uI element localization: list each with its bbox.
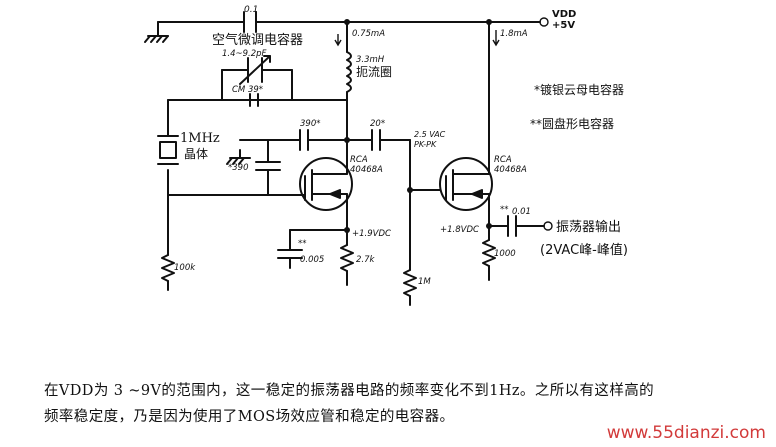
capacitor-cm39 [249,93,259,107]
resistor-1m [403,269,417,306]
c20-label: 20* [370,119,385,129]
vdd-value: +5V [552,20,575,31]
output-terminal [543,221,553,231]
q2-part: 40468A [494,165,527,175]
vdd-label: VDD [552,9,576,20]
choke-inductor [346,21,352,141]
capacitor-0.1 [243,11,257,33]
capacitor-20 [346,129,441,271]
current-arrow-2 [492,30,500,47]
trim-capacitor [221,55,293,101]
r100k-label: 100k [174,263,196,273]
caption-line-1: 在VDD为 3 ~9V的范围内，这一稳定的振荡器电路的频率变化不到1Hz。之所以… [44,383,655,399]
output-label: 振荡器输出 [556,219,621,235]
capacitor-top-label: 0.1 [244,5,258,15]
capacitor-390-shunt [255,139,281,196]
output-level: (2VAC峰-峰值) [540,242,628,258]
caption-line-2: 频率稳定度，乃是因为使用了MOS场效应管和稳定的电容器。 [44,409,455,425]
note-ceramic: **圆盘形电容器 [530,116,614,131]
r1m-label: 1M [418,277,431,287]
q2-name: RCA [494,155,512,165]
trim-cap-value: 1.4~9.2pF [222,49,267,59]
c390-series-label: 390* [300,119,320,129]
caption: 在VDD为 3 ~9V的范围内，这一稳定的振荡器电路的频率变化不到1Hz。之所以… [44,378,764,430]
v19-label: +1.9VDC [352,229,391,239]
crystal-1mhz [157,135,179,165]
vdd-terminal [539,17,549,27]
r1000-label: 1000 [494,249,516,259]
choke-value: 3.3mH [356,55,385,65]
signal-vac: 2.5 VAC [414,130,446,139]
left-node-wires [167,99,348,256]
q1-source-network [277,229,354,286]
c0005-mark: ** [298,239,307,249]
junction-dot [407,187,413,193]
c390-shunt-label: *390 [228,163,248,173]
ground-symbol-mid [226,149,251,165]
q1-name: RCA [350,155,368,165]
v18-label: +1.8VDC [440,225,479,235]
note-silver-mica: *镀银云母电容器 [534,82,624,97]
cm-label: CM 39* [232,85,263,95]
signal-pkpk: PK-PK [414,140,437,149]
ground-symbol-top-left [144,21,169,43]
choke-name: 扼流圈 [356,64,392,79]
current-label-2: 1.8mA [500,29,528,39]
resistor-100k [161,254,175,291]
c001-value: 0.01 [512,207,531,217]
watermark: www.55dianzi.com [606,423,766,443]
current-arrow-1 [334,34,342,47]
transistor-q2 [439,21,493,241]
output-network [482,215,545,281]
q1-part: 40468A [350,165,383,175]
crystal-freq: 1MHz [180,131,220,146]
trim-cap-title: 空气微调电容器 [212,32,303,48]
c001-mark: ** [500,205,509,215]
c0005-value: 0.005 [300,255,324,265]
crystal-name: 晶体 [184,147,208,161]
transistor-q1 [299,139,353,231]
r27k-label: 2.7k [356,255,376,265]
current-label-1: 0.75mA [352,29,385,39]
